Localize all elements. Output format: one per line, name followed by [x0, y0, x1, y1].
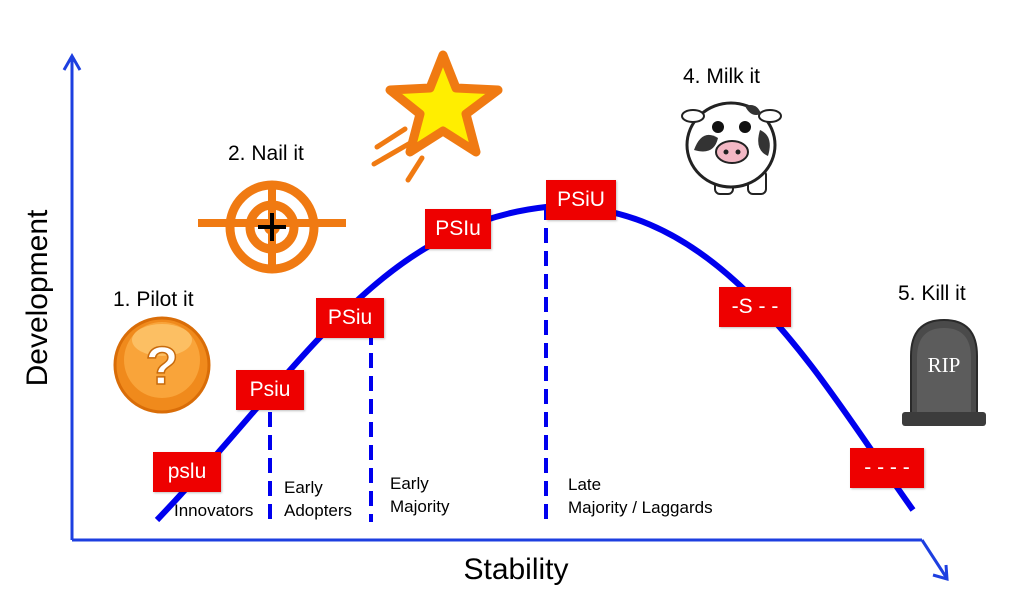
- question-mark-icon: ?: [113, 316, 211, 414]
- tombstone-icon: RIP: [902, 318, 986, 426]
- step-kill-it: 5. Kill it: [898, 282, 966, 305]
- stage-box-2: Psiu: [236, 370, 304, 410]
- segment-late-majority-line1: Late: [568, 475, 602, 494]
- x-axis-tail: [920, 539, 948, 578]
- shooting-star-icon: [371, 50, 503, 183]
- step-nail-it: 2. Nail it: [228, 142, 304, 165]
- segment-dividers: [268, 205, 548, 526]
- segment-early-adopters-line2: Adopters: [284, 501, 353, 520]
- y-axis-title: Development: [21, 209, 54, 387]
- stage-box-1: pslu: [153, 452, 221, 492]
- segment-early-adopters: Early Adopters: [284, 476, 352, 522]
- step-pilot-it: 1. Pilot it: [113, 288, 194, 311]
- cow-icon: [681, 101, 782, 195]
- stage-box-3: PSiu: [316, 298, 384, 338]
- segment-early-majority-line2: Majority: [390, 497, 450, 516]
- segment-innovators-line1: Innovators: [174, 501, 254, 520]
- segment-early-adopters-line1: Early: [284, 478, 323, 497]
- stage-box-7: - - - -: [850, 448, 924, 488]
- y-axis-arrowhead: [62, 52, 82, 71]
- tombstone-text: RIP: [928, 353, 961, 377]
- svg-text:?: ?: [146, 336, 179, 396]
- step-milk-it: 4. Milk it: [683, 65, 761, 88]
- segment-early-majority-line1: Early: [390, 474, 429, 493]
- x-axis-title: Stability: [463, 553, 569, 586]
- segment-innovators: Innovators: [174, 499, 253, 522]
- segment-late-majority-line2: Majority / Laggards: [568, 498, 713, 517]
- segment-early-majority: Early Majority: [390, 472, 450, 518]
- stage-box-6: -S - -: [719, 287, 791, 327]
- stage-box-5: PSiU: [546, 180, 616, 220]
- target-crosshair-icon: [198, 180, 346, 274]
- axes: [62, 52, 949, 582]
- x-axis-arrowhead: [932, 564, 949, 582]
- segment-late-majority: Late Majority / Laggards: [568, 473, 713, 519]
- stage-box-4: PSIu: [425, 209, 491, 249]
